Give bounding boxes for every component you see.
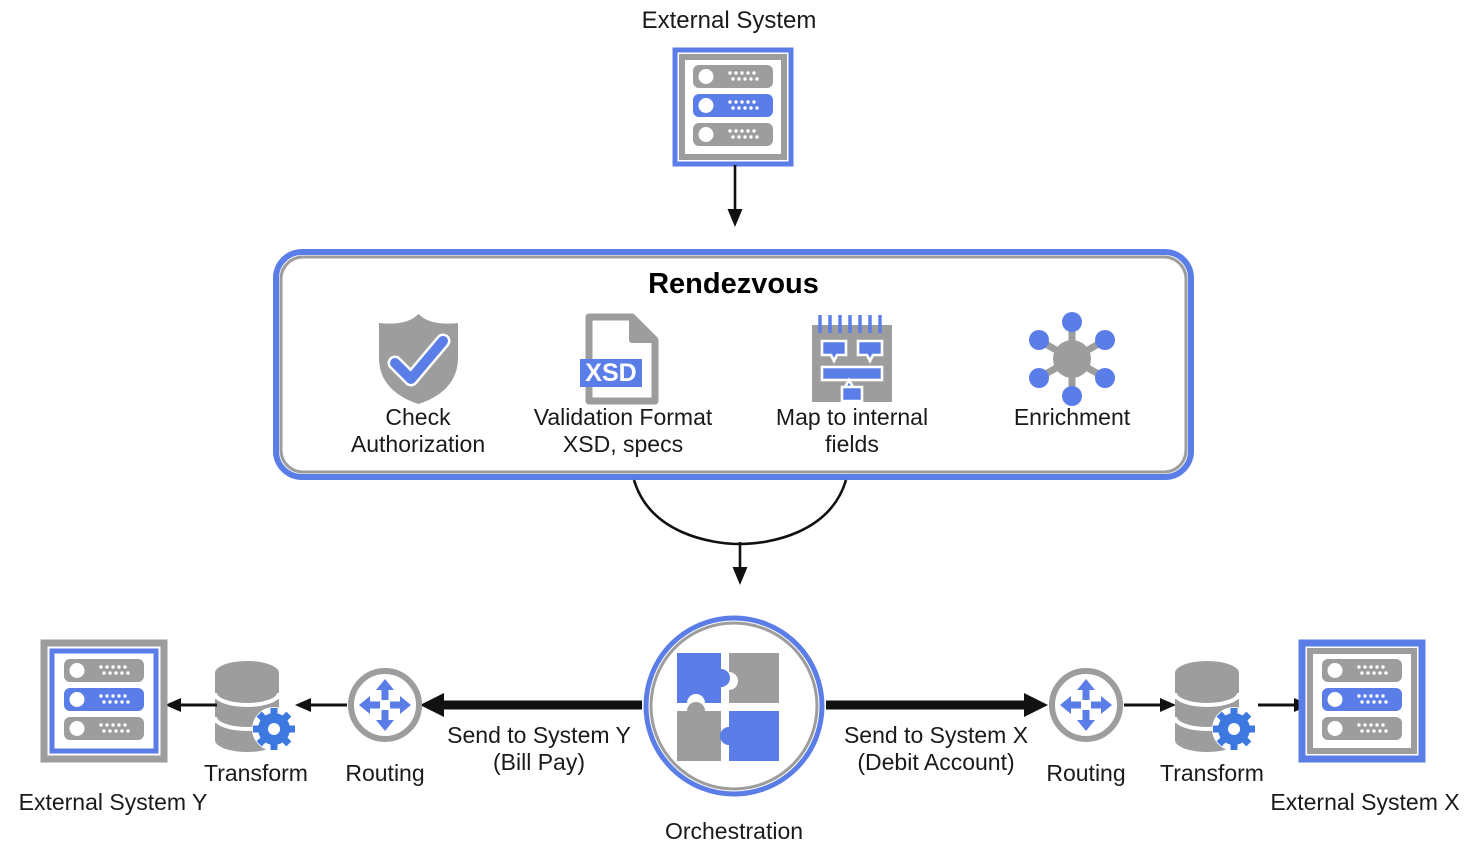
rendezvous-panel[interactable] [272,248,1195,481]
rendezvous-panel-outline [273,249,1194,480]
rendezvous-step-validation-format[interactable]: XSD [578,311,668,407]
external-system-label: External System [641,7,817,34]
connector-rendezvous-to-orchestration [620,478,860,588]
svg-text:XSD: XSD [585,359,636,387]
rendezvous-step-label-1: Validation Format XSD, specs [533,404,713,457]
orchestration-node[interactable] [641,613,827,799]
routing-icon [1049,668,1123,742]
external-system-x-label: External System X [1270,789,1460,815]
rendezvous-step-label-3: Enrichment [1013,404,1131,430]
map-fields-icon [812,315,892,403]
connector-orchestration-to-right [826,693,1048,717]
puzzle-pieces-icon [643,615,825,797]
branch-left-arrow-label: Send to System Y (Bill Pay) [447,722,631,775]
shield-check-icon [379,314,458,404]
external-system-y-node[interactable] [40,639,168,763]
external-system-y-label: External System Y [18,789,208,815]
transform-node-left[interactable] [212,656,300,752]
server-rack-icon [40,639,168,763]
server-rack-icon [1298,639,1426,763]
routing-label-right: Routing [1046,760,1126,786]
server-rack-icon [672,47,794,167]
rendezvous-step-map-fields[interactable] [804,311,900,407]
xsd-document-icon: XSD [580,313,659,405]
routing-node-left[interactable] [345,665,425,745]
connector-left-transform-to-system [165,695,217,715]
database-transform-icon [213,661,296,752]
orchestration-label: Orchestration [664,818,804,844]
rendezvous-title: Rendezvous [648,268,819,300]
external-system-node[interactable] [672,47,794,167]
external-system-x-node[interactable] [1298,639,1426,763]
rendezvous-step-enrichment[interactable] [1018,311,1126,407]
rendezvous-step-label-0: Check Authorization [350,404,486,457]
rendezvous-step-check-authorization[interactable] [367,311,470,407]
transform-label-left: Transform [204,760,308,786]
transform-node-right[interactable] [1172,656,1260,752]
connector-orchestration-to-left [420,693,642,717]
enrichment-hub-icon [1029,312,1115,406]
database-transform-icon [1173,661,1256,752]
routing-label-left: Routing [345,760,425,786]
branch-right-arrow-label: Send to System X (Debit Account) [843,722,1029,775]
routing-node-right[interactable] [1046,665,1126,745]
rendezvous-step-label-2: Map to internal fields [775,404,929,457]
connector-external-to-rendezvous [712,165,758,231]
transform-label-right: Transform [1160,760,1264,786]
connector-left-routing-to-transform [295,695,347,715]
connector-right-routing-to-transform [1124,695,1176,715]
routing-icon [348,668,422,742]
